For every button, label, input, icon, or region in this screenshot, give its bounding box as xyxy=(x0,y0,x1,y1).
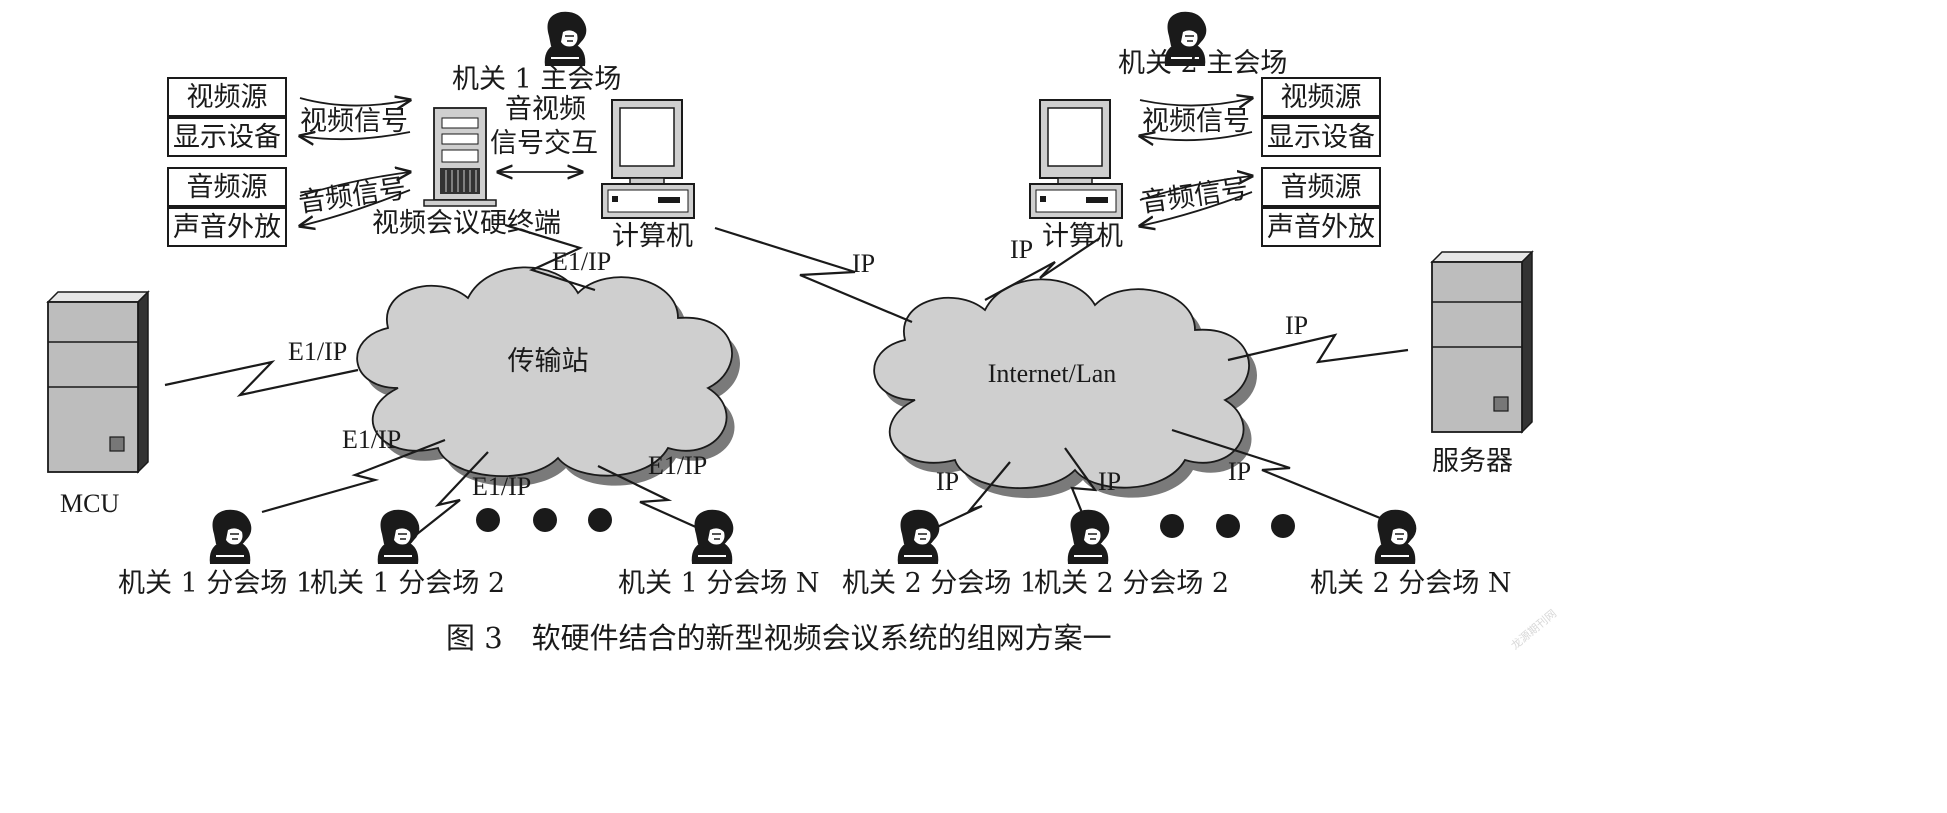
box-label: 视频源 xyxy=(1281,82,1362,113)
venue-main2: 机关 2 主会场 xyxy=(1118,48,1287,79)
link-label-ip: IP xyxy=(1098,467,1121,496)
interaction-label-1: 音视频 xyxy=(505,94,586,125)
link-label-ip: IP xyxy=(852,249,875,278)
link-label-ip: IP xyxy=(1285,311,1308,340)
link-label-ip: IP xyxy=(936,467,959,496)
venue-sub1-2: 机关 1 分会场 2 xyxy=(310,568,505,599)
person-icon xyxy=(376,508,421,565)
link-cloud-sub1 xyxy=(261,438,446,514)
computer-label-right: 计算机 xyxy=(1042,221,1123,252)
link-mcu-cloud xyxy=(164,360,359,397)
person-icon xyxy=(690,508,735,565)
ellipsis-dot xyxy=(533,508,557,532)
box-video-source-left xyxy=(167,77,287,117)
box-label: 显示设备 xyxy=(1267,122,1375,153)
link-computer-internet xyxy=(714,226,913,324)
link-label-e1ip: E1/IP xyxy=(648,451,707,480)
link-terminal-cloud xyxy=(504,223,596,292)
box-display-right xyxy=(1261,117,1381,157)
person-icon xyxy=(208,508,253,565)
person-icon xyxy=(543,10,588,67)
video-signal-label-left: 视频信号 xyxy=(300,106,408,137)
link-label-e1ip: E1/IP xyxy=(288,337,347,366)
link-label-e1ip: E1/IP xyxy=(342,425,401,454)
venue-sub2-2: 机关 2 分会场 2 xyxy=(1034,568,1229,599)
arrow-audio-in xyxy=(299,172,410,197)
arrow-audio-out xyxy=(300,189,411,226)
person-icon xyxy=(1373,508,1418,565)
hardware-terminal-icon xyxy=(423,107,497,207)
box-audio-source-right xyxy=(1261,167,1381,207)
ellipsis-dot xyxy=(476,508,500,532)
computer-icon xyxy=(601,99,695,219)
arrow-video-out xyxy=(300,132,411,139)
venue-sub2-1: 机关 2 分会场 1 xyxy=(842,568,1037,599)
link-label-e1ip: E1/IP xyxy=(552,247,611,276)
box-speaker-right xyxy=(1261,207,1381,247)
ellipsis-dot xyxy=(1160,514,1184,538)
computer-label-left: 计算机 xyxy=(612,221,693,252)
ellipsis-dot xyxy=(1216,514,1240,538)
box-label: 显示设备 xyxy=(173,122,281,153)
link-cloud-sub2 xyxy=(411,451,489,539)
interaction-label-2: 信号交互 xyxy=(490,128,598,159)
mcu-tower-icon xyxy=(47,291,149,473)
box-label: 声音外放 xyxy=(1267,212,1375,243)
watermark: 龙源期刊网 xyxy=(1508,606,1559,652)
venue-main1: 机关 1 主会场 xyxy=(452,64,621,95)
box-audio-source-left xyxy=(167,167,287,207)
arrow-audio-out-right xyxy=(1140,191,1253,226)
link-internet-sub2-1 xyxy=(934,461,1011,529)
link-internet-server xyxy=(1227,333,1409,364)
link-internet-sub2-2 xyxy=(1064,447,1098,521)
person-icon xyxy=(896,508,941,565)
figure-caption: 图 3 软硬件结合的新型视频会议系统的组网方案一 xyxy=(446,621,1112,655)
ellipsis-dot xyxy=(588,508,612,532)
cloud-label-right: Internet/Lan xyxy=(988,359,1117,388)
venue-sub1-1: 机关 1 分会场 1 xyxy=(118,568,313,599)
link-cloud-subn xyxy=(597,465,699,530)
venue-sub1-n: 机关 1 分会场 N xyxy=(618,568,820,599)
box-video-source-right xyxy=(1261,77,1381,117)
arrow-video-out-right xyxy=(1140,132,1253,140)
mcu-label: MCU xyxy=(60,489,119,518)
link-computer2-internet xyxy=(984,237,1101,301)
venue-sub2-n: 机关 2 分会场 N xyxy=(1310,568,1512,599)
box-label: 声音外放 xyxy=(173,212,281,243)
computer-icon xyxy=(1029,99,1123,219)
link-label-ip: IP xyxy=(1228,457,1251,486)
arrow-video-in-right xyxy=(1139,98,1252,106)
server-tower-icon xyxy=(1431,251,1533,433)
server-label: 服务器 xyxy=(1432,446,1513,477)
arrow-audio-in-right xyxy=(1139,176,1252,201)
arrow-video-in xyxy=(299,98,410,106)
internet-lan-cloud xyxy=(873,278,1257,499)
box-label: 音频源 xyxy=(187,172,268,203)
box-label: 视频源 xyxy=(187,82,268,113)
person-icon xyxy=(1066,508,1111,565)
terminal-label: 视频会议硬终端 xyxy=(372,208,561,239)
box-display-left xyxy=(167,117,287,157)
link-internet-sub2-n xyxy=(1171,428,1386,522)
video-signal-label-right: 视频信号 xyxy=(1142,106,1250,137)
box-label: 音频源 xyxy=(1281,172,1362,203)
ellipsis-dot xyxy=(1271,514,1295,538)
link-label-ip: IP xyxy=(1010,235,1033,264)
link-label-e1ip: E1/IP xyxy=(472,472,531,501)
cloud-label-left: 传输站 xyxy=(508,346,589,377)
box-speaker-left xyxy=(167,207,287,247)
